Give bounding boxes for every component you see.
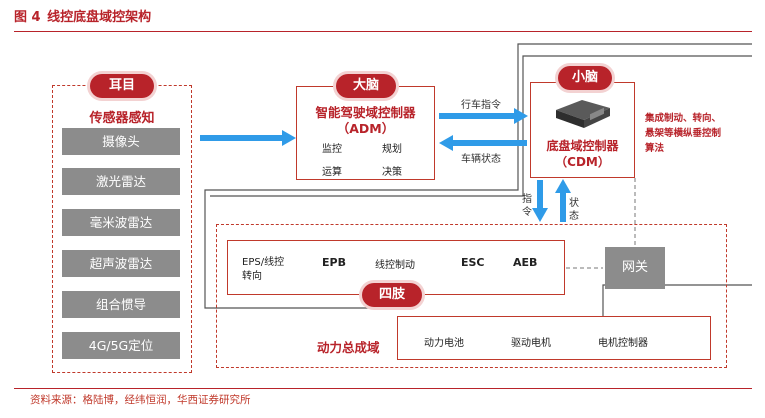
title-rule bbox=[14, 31, 752, 32]
brain-badge: 大脑 bbox=[336, 74, 396, 98]
gateway-line bbox=[602, 284, 752, 316]
adm-func-compute: 运算 bbox=[322, 167, 342, 178]
cerebellum-badge: 小脑 bbox=[558, 66, 612, 90]
powertrain-label: 动力总成域 bbox=[317, 340, 380, 355]
figure-title-text: 线控底盘域控架构 bbox=[47, 10, 152, 25]
powertrain-battery: 动力电池 bbox=[424, 338, 464, 349]
sensor-lidar: 激光雷达 bbox=[62, 168, 180, 195]
label-vehicle-state: 车辆状态 bbox=[461, 154, 501, 165]
limb-aeb: AEB bbox=[513, 256, 538, 269]
frame-line-inner bbox=[210, 55, 752, 197]
cdm-box bbox=[530, 82, 635, 178]
frame-line-outer bbox=[204, 43, 752, 309]
adm-abbr: （ADM） bbox=[336, 121, 395, 136]
sensor-positioning: 4G/5G定位 bbox=[62, 332, 180, 359]
sensor-ultrasonic-radar: 超声波雷达 bbox=[62, 250, 180, 277]
label-command-vertical: 指令 bbox=[522, 194, 532, 218]
gateway-box: 网关 bbox=[605, 247, 665, 289]
sensor-camera: 摄像头 bbox=[62, 128, 180, 155]
limb-esc: ESC bbox=[461, 256, 485, 269]
controller-unit-image bbox=[556, 100, 610, 128]
limb-eps: EPS/线控转向 bbox=[242, 257, 285, 282]
limb-brake-by-wire: 线控制动 bbox=[375, 260, 415, 271]
sensor-heading: 传感器感知 bbox=[89, 111, 155, 126]
powertrain-motor: 驱动电机 bbox=[511, 338, 551, 349]
cdm-title: 底盘域控制器 bbox=[546, 139, 619, 153]
source-rule bbox=[14, 388, 752, 389]
figure-title: 图 4 线控底盘域控架构 bbox=[14, 6, 151, 25]
adm-func-monitor: 监控 bbox=[322, 144, 342, 155]
adm-func-decide: 决策 bbox=[382, 167, 402, 178]
chassis-region bbox=[216, 224, 727, 368]
limbs-badge: 四肢 bbox=[362, 283, 422, 307]
powertrain-motor-controller: 电机控制器 bbox=[598, 338, 648, 349]
limb-epb: EPB bbox=[322, 256, 346, 269]
cdm-abbr: （CDM） bbox=[555, 155, 610, 169]
label-driving-command: 行车指令 bbox=[461, 100, 501, 111]
sensor-mmwave-radar: 毫米波雷达 bbox=[62, 209, 180, 236]
figure-number: 图 4 bbox=[14, 10, 41, 25]
cdm-description: 集成制动、转向、悬架等横纵垂控制算法 bbox=[645, 113, 722, 154]
label-state-vertical: 状态 bbox=[569, 198, 579, 222]
eyes-badge: 耳目 bbox=[90, 74, 154, 98]
powertrain-box bbox=[397, 316, 711, 360]
adm-func-plan: 规划 bbox=[382, 144, 402, 155]
source-note: 资料来源：格陆博，经纬恒润，华西证券研究所 bbox=[30, 394, 251, 406]
sensor-ins: 组合惯导 bbox=[62, 291, 180, 318]
adm-title: 智能驾驶域控制器 bbox=[315, 105, 416, 120]
